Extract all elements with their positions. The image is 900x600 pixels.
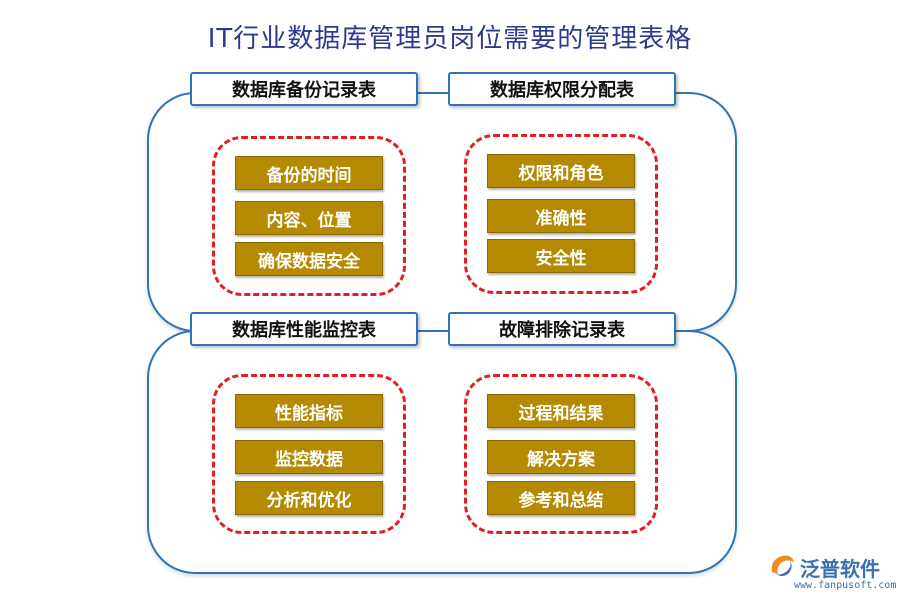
item-permissions-roles: 权限和角色 bbox=[487, 154, 635, 188]
brand-logo: 泛普软件 bbox=[768, 552, 880, 582]
item-data-security: 确保数据安全 bbox=[235, 242, 383, 276]
item-accuracy: 准确性 bbox=[487, 199, 635, 233]
section-header-performance: 数据库性能监控表 bbox=[190, 312, 418, 346]
group-backup: 备份的时间 内容、位置 确保数据安全 bbox=[212, 136, 406, 296]
group-performance: 性能指标 监控数据 分析和优化 bbox=[212, 374, 406, 534]
item-process-results: 过程和结果 bbox=[487, 394, 635, 428]
logo-url: www.fanpusoft.com bbox=[794, 580, 897, 591]
item-content-location: 内容、位置 bbox=[235, 201, 383, 235]
section-header-permissions: 数据库权限分配表 bbox=[448, 72, 676, 106]
item-monitoring-data: 监控数据 bbox=[235, 440, 383, 474]
logo-mark-icon bbox=[768, 552, 796, 582]
item-safety: 安全性 bbox=[487, 239, 635, 273]
group-permissions: 权限和角色 准确性 安全性 bbox=[464, 134, 658, 294]
section-header-backup: 数据库备份记录表 bbox=[190, 72, 418, 106]
group-troubleshooting: 过程和结果 解决方案 参考和总结 bbox=[464, 374, 658, 534]
item-reference-summary: 参考和总结 bbox=[487, 481, 635, 515]
logo-name: 泛普软件 bbox=[800, 556, 880, 581]
item-solutions: 解决方案 bbox=[487, 440, 635, 474]
item-analysis-optimization: 分析和优化 bbox=[235, 481, 383, 515]
item-backup-time: 备份的时间 bbox=[235, 156, 383, 190]
page-title: IT行业数据库管理员岗位需要的管理表格 bbox=[207, 24, 693, 54]
item-performance-metrics: 性能指标 bbox=[235, 394, 383, 428]
section-header-troubleshooting: 故障排除记录表 bbox=[448, 312, 676, 346]
